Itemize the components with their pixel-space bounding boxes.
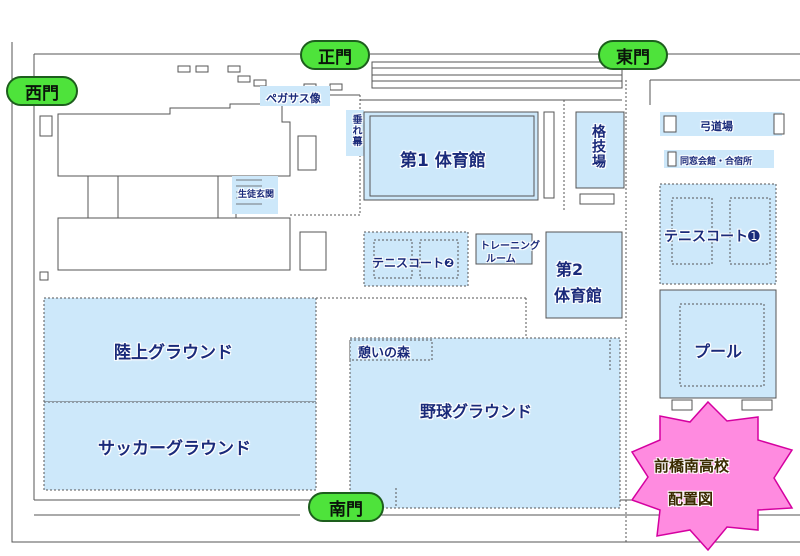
gym1-label: 第1 体育館 xyxy=(400,151,486,171)
kakugi-zone xyxy=(575,111,625,189)
banner-label: 垂れ幕 xyxy=(350,114,361,147)
map-title-school: 前橋南高校 xyxy=(654,457,730,475)
west-gate: 西門 xyxy=(6,76,78,106)
east-gate: 東門 xyxy=(598,40,668,70)
tennis1-zone xyxy=(659,183,777,285)
banner-zone xyxy=(346,110,364,156)
gym2-label-2: 体育館 xyxy=(554,286,603,305)
student-entrance-label: 生徒玄関 xyxy=(238,190,275,200)
tennis2-label: テニスコート❷ xyxy=(372,256,455,270)
forest-zone xyxy=(349,339,433,361)
title-badge-star xyxy=(630,400,794,552)
alumni-hall-zone xyxy=(664,150,774,168)
south-gate: 南門 xyxy=(308,492,384,522)
main-gate: 正門 xyxy=(300,40,370,70)
kyudo-label: 弓道場 xyxy=(700,120,733,133)
student-entrance-steps xyxy=(236,179,262,205)
kyudo-zone xyxy=(660,112,782,136)
training-room-label-2: ルーム xyxy=(486,254,516,265)
soccer-zone xyxy=(43,401,317,491)
map-title-layout: 配置図 xyxy=(668,490,714,508)
main-school-building xyxy=(39,103,327,281)
boundary-outer xyxy=(11,42,800,543)
soccer-label: サッカーグラウンド xyxy=(98,439,251,459)
alumni-hall-label: 同窓会館・合宿所 xyxy=(680,157,753,167)
training-room-label-1: トレーニング xyxy=(480,241,540,252)
gym2-zone xyxy=(545,231,623,319)
baseball-zone xyxy=(349,337,621,509)
baseball-label: 野球グラウンド xyxy=(420,402,533,421)
forest-label: 憩いの森 xyxy=(358,346,411,361)
student-entrance-zone xyxy=(232,176,278,214)
tennis1-label: テニスコート➊ xyxy=(664,229,760,245)
gym1-zone xyxy=(363,111,539,201)
gym2-label-1: 第2 xyxy=(556,260,584,279)
pegasus-statue-label: ペガサス像 xyxy=(266,92,321,105)
training-room-zone xyxy=(475,233,533,265)
track-label: 陸上グラウンド xyxy=(114,343,233,363)
tennis2-zone xyxy=(363,231,469,287)
campus-boundary xyxy=(11,42,800,543)
pool-zone xyxy=(659,289,777,399)
kakugi-label: 格技場 xyxy=(590,124,606,169)
pool-label: プール xyxy=(694,342,743,361)
pegasus-zone xyxy=(260,86,330,106)
gym1-inner xyxy=(369,115,535,197)
